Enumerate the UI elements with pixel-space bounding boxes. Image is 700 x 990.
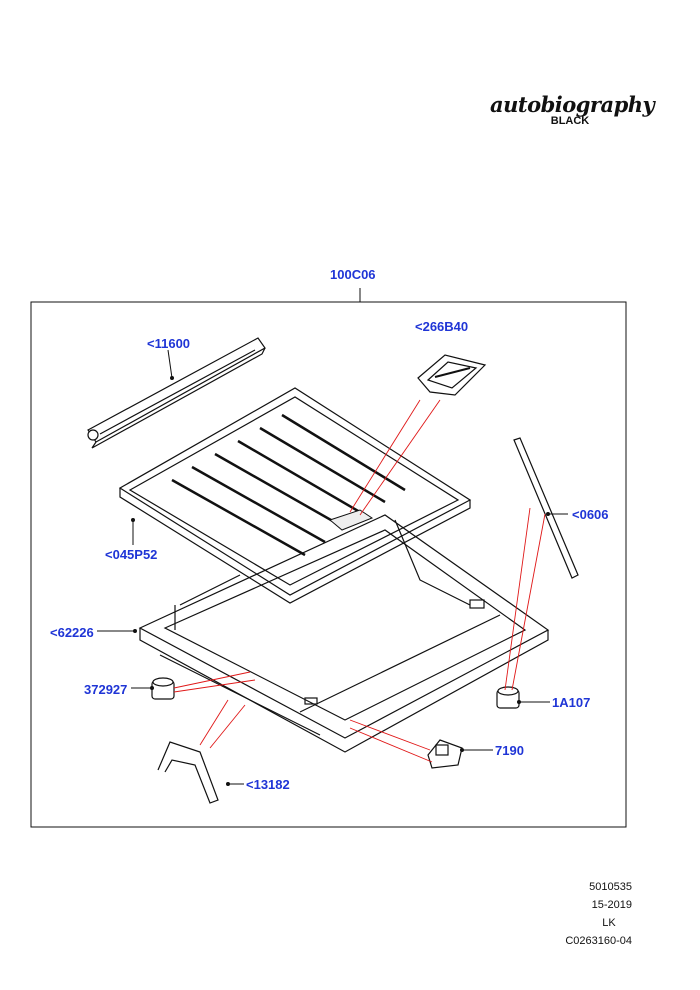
callout-372927[interactable]: 372927 — [84, 682, 128, 697]
assembly-label[interactable]: 100C06 — [330, 267, 376, 282]
callout-11600[interactable]: <11600 — [147, 336, 191, 351]
callout-1A107[interactable]: 1A107 — [552, 695, 591, 710]
callout-13182[interactable]: <13182 — [246, 777, 290, 792]
callout-7190[interactable]: 7190 — [495, 743, 524, 758]
bump-stop-372927 — [151, 677, 175, 700]
callout-045P52[interactable]: <045P52 — [105, 547, 158, 562]
drawing-code: LK — [602, 917, 616, 929]
seal-strip — [87, 337, 266, 449]
leader-dots — [131, 376, 550, 786]
bracket-7190 — [427, 739, 463, 769]
sunroof-panel — [118, 387, 472, 604]
drawing-info: 5010535 15-2019 LK C0263160-04 — [540, 878, 640, 950]
lower-frame — [138, 514, 550, 753]
drawing-date: 15-2019 — [591, 899, 632, 911]
leader-lines-black — [97, 349, 568, 785]
callout-0606[interactable]: <0606 — [572, 507, 609, 522]
assembly-frame — [30, 301, 627, 828]
bump-stop-1A107 — [496, 686, 520, 709]
brand-sub: BLACK — [550, 115, 590, 127]
drawing-number: 5010535 — [589, 881, 632, 893]
rod-part — [513, 437, 579, 579]
callout-266B40[interactable]: <266B40 — [415, 319, 469, 334]
drawing-ref: C0263160-04 — [565, 935, 632, 947]
callout-62226[interactable]: <62226 — [50, 625, 94, 640]
leader-lines-red — [173, 399, 546, 763]
trim-piece — [417, 354, 487, 396]
bracket-13182 — [157, 741, 219, 804]
